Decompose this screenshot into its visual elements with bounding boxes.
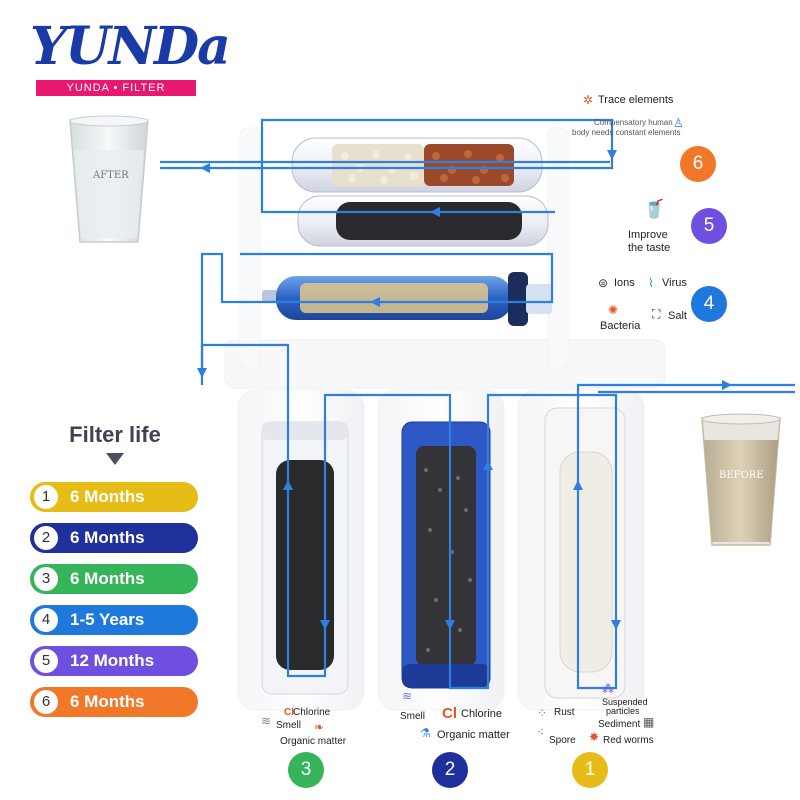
f2-organic-label: Organic matter: [437, 729, 510, 741]
filter-life-number: 5: [34, 649, 58, 673]
suspended-line1: Suspended: [602, 697, 648, 707]
filter-life-duration: 6 Months: [70, 569, 145, 588]
compensatory-line1: Compensatory human: [594, 118, 673, 127]
filter-1: [544, 407, 626, 699]
salt-icon: ⛶: [652, 307, 661, 321]
bacteria-label: Bacteria: [600, 320, 641, 332]
f2-chlorine-symbol: Cl: [442, 705, 457, 722]
improve-line2: the taste: [628, 242, 671, 254]
water-flow: [160, 118, 795, 690]
membrane-4: [262, 272, 552, 326]
molecule-icon: ✲: [583, 93, 594, 107]
f3-chlorine-symbol: Cl: [284, 707, 294, 718]
filter-2: [401, 421, 491, 689]
after-label: AFTER: [93, 170, 129, 181]
f2-smell-label: Smell: [400, 711, 426, 722]
filter-life-item: 5 12 Months: [30, 646, 198, 676]
cartridge-5: [297, 195, 549, 247]
filter-2-badge: 2: [432, 752, 468, 788]
virus-icon: ⌇: [648, 276, 654, 290]
f2-organic-icon: ⚗: [420, 726, 431, 740]
stage-6-badge: 6: [680, 146, 716, 182]
flow-arrows: [197, 150, 732, 630]
red-worms-label: Red worms: [603, 735, 654, 746]
bacteria-icon: ✺: [608, 303, 619, 317]
f3-smell-icon: ≋: [261, 714, 272, 728]
salt-label: Salt: [668, 310, 687, 322]
filter-1-badge: 1: [572, 752, 608, 788]
brand-logo: YUNDa YUNDA • FILTER: [30, 16, 231, 100]
ions-label: Ions: [614, 277, 635, 289]
compensatory-line2: body needs constant elements: [572, 128, 681, 137]
filter-life-duration: 6 Months: [70, 528, 145, 547]
rust-label: Rust: [554, 707, 575, 718]
ions-icon: ⊜: [598, 276, 609, 290]
filter-life-number: 3: [34, 567, 58, 591]
spore-icon: ⁖: [537, 725, 545, 739]
filter-life-item: 3 6 Months: [30, 564, 198, 594]
filter-life-number: 6: [34, 690, 58, 714]
before-label: BEFORE: [719, 470, 764, 481]
filter-life-duration: 1-5 Years: [70, 610, 145, 629]
filter-life-number: 2: [34, 526, 58, 550]
cartridge-6: [291, 137, 543, 193]
filter-life-item: 4 1-5 Years: [30, 605, 198, 635]
human-body-icon: ♙: [673, 116, 684, 130]
filter-life-item: 2 6 Months: [30, 523, 198, 553]
stage-4-badge: 4: [691, 286, 727, 322]
suspended-particles-icon: ⁂: [602, 682, 614, 696]
trace-elements-label: Trace elements: [598, 94, 674, 106]
filter-life-duration: 6 Months: [70, 487, 145, 506]
virus-label: Virus: [662, 277, 687, 289]
spore-label: Spore: [549, 735, 576, 746]
filter-life-duration: 12 Months: [70, 651, 155, 670]
f2-smell-icon: ≋: [402, 689, 413, 703]
filter-life-item: 6 6 Months: [30, 687, 198, 717]
drink-cup-icon: 🥤: [643, 199, 666, 219]
suspended-line2: particles: [606, 706, 640, 716]
filter-life-item: 1 6 Months: [30, 482, 198, 512]
filter-life-title: Filter life: [69, 422, 161, 447]
before-glass: [701, 413, 781, 546]
filter-life-number: 4: [34, 608, 58, 632]
f3-smell-label: Smell: [276, 720, 302, 731]
f3-organic-icon: ❧: [314, 720, 325, 734]
rust-icon: ⁘: [537, 706, 548, 720]
filter-life-number: 1: [34, 485, 58, 509]
filter-3: [261, 421, 349, 695]
logo-tagline: YUNDA • FILTER: [36, 80, 196, 96]
stage-5-badge: 5: [691, 208, 727, 244]
sediment-label: Sediment: [598, 719, 641, 730]
f2-chlorine-label: Chlorine: [461, 708, 502, 720]
filter-life-arrow-icon: [106, 453, 124, 465]
f3-organic-label: Organic matter: [280, 736, 347, 747]
logo-wordmark: YUNDa: [30, 16, 231, 77]
filter-3-badge: 3: [288, 752, 324, 788]
filter-life-duration: 6 Months: [70, 692, 145, 711]
f3-chlorine-label: Chlorine: [293, 707, 331, 718]
red-worms-icon: ✸: [589, 730, 600, 744]
after-glass: [69, 115, 149, 243]
sediment-icon: ▦: [643, 715, 655, 729]
improve-line1: Improve: [628, 229, 668, 241]
